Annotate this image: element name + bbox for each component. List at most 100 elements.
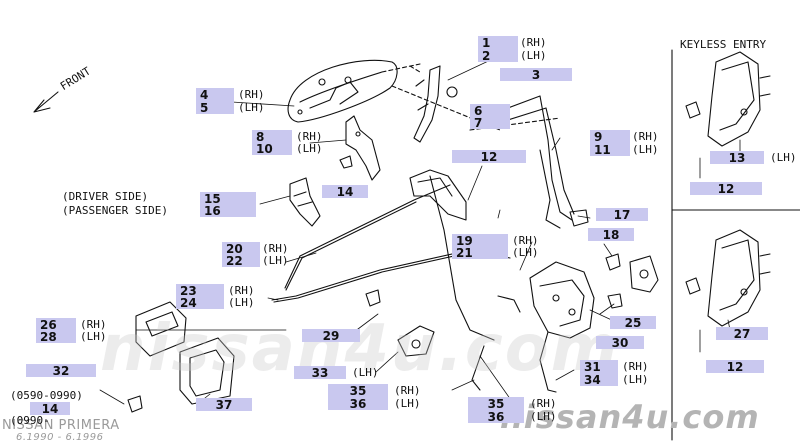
bolt-29 (365, 289, 381, 307)
callout-36-right: 36 (468, 410, 524, 424)
callout-5-side: (LH) (238, 101, 265, 114)
escutcheon (179, 337, 235, 405)
callout-24: 24 (176, 296, 224, 310)
callout-24-side: (LH) (228, 296, 255, 309)
callout-23: 23 (176, 284, 224, 298)
callout-34-side: (LH) (622, 373, 649, 386)
screw-18 (605, 253, 621, 271)
callout-7: 7 (470, 116, 510, 130)
callout-31-side: (RH) (622, 360, 649, 373)
callout-9-side: (RH) (632, 130, 659, 143)
callout-13-side: (LH) (770, 151, 797, 164)
callout-14-lower: 14 (30, 402, 70, 416)
callout-22-side: (LH) (262, 254, 289, 267)
callout-35-left: 35 (328, 384, 388, 398)
callout-36-left: 36 (328, 397, 388, 411)
callout-15: 15 (200, 192, 256, 206)
clip-17 (569, 209, 589, 227)
screw-keyless-lower (685, 277, 701, 295)
keyless-lock-upper (707, 51, 771, 147)
callout-2-side: (LH) (520, 49, 547, 62)
callout-10: 10 (252, 142, 292, 156)
callout-3: 3 (500, 68, 572, 82)
callout-12-main: 12 (452, 150, 526, 164)
callout-2: 2 (478, 49, 518, 63)
callout-35-right: 35 (468, 397, 524, 411)
callout-36-right-side: (LH) (530, 410, 557, 423)
callout-37: 37 (196, 398, 252, 412)
rod-6-7 (507, 95, 573, 221)
callout-4-side: (RH) (238, 88, 265, 101)
inside-handle-housing (135, 301, 187, 357)
driver-side-label: (DRIVER SIDE) (62, 190, 149, 203)
callout-14-upper: 14 (322, 185, 368, 199)
callout-17: 17 (596, 208, 648, 222)
callout-19: 19 (452, 234, 508, 248)
callout-35-left-side: (RH) (394, 384, 421, 397)
door-lock-assembly (529, 261, 595, 393)
date-code-1: (0590-0990) (10, 389, 83, 402)
callout-21: 21 (452, 246, 508, 260)
watermark-mid: nissan4u.com (100, 312, 620, 386)
screw-keyless-upper (685, 101, 701, 119)
callout-32: 32 (26, 364, 96, 378)
callout-13: 13 (710, 151, 764, 165)
callout-33: 33 (294, 366, 346, 380)
callout-29: 29 (302, 329, 360, 343)
callout-20-side: (RH) (262, 242, 289, 255)
watermark-model: NISSAN PRIMERA (2, 418, 120, 433)
callout-11-side: (LH) (632, 143, 659, 156)
rod-19-21 (429, 175, 495, 341)
callout-19-side: (RH) (512, 234, 539, 247)
date-code-2: (0990- (10, 414, 50, 427)
rod-bracket (413, 65, 441, 143)
callout-11: 11 (590, 143, 630, 157)
front-arrow (33, 91, 59, 113)
watermark-site: nissan4u.com (500, 398, 760, 436)
callout-10-side: (LH) (296, 142, 323, 155)
callout-34: 34 (580, 373, 618, 387)
callout-25: 25 (610, 316, 656, 330)
callout-26-side: (RH) (80, 318, 107, 331)
callout-22: 22 (222, 254, 260, 268)
callout-28: 28 (36, 330, 76, 344)
callout-20: 20 (222, 242, 260, 256)
callout-12-keyless-upper: 12 (690, 182, 762, 196)
striker (629, 255, 659, 293)
callout-18: 18 (588, 228, 634, 242)
screw-30 (607, 293, 623, 309)
callout-28-side: (LH) (80, 330, 107, 343)
callout-5: 5 (196, 101, 234, 115)
inside-lever (345, 115, 381, 181)
watermark-date-range: 6.1990 - 6.1996 (16, 432, 104, 443)
callout-9: 9 (590, 130, 630, 144)
keyless-lock-lower (707, 229, 771, 327)
callout-26: 26 (36, 318, 76, 332)
callout-36-left-side: (LH) (394, 397, 421, 410)
callout-31: 31 (580, 360, 618, 374)
callout-27: 27 (716, 327, 768, 341)
clip-3 (446, 86, 458, 98)
screw-14 (127, 395, 143, 413)
callout-16: 16 (200, 204, 256, 218)
keyless-entry-title: KEYLESS ENTRY (680, 38, 767, 51)
callout-12-keyless-lower: 12 (706, 360, 764, 374)
callout-8-side: (RH) (296, 130, 323, 143)
callout-4: 4 (196, 88, 234, 102)
bolt-14 (339, 155, 353, 169)
callout-1-side: (RH) (520, 36, 547, 49)
callout-21-side: (LH) (512, 246, 539, 259)
callout-6: 6 (470, 104, 510, 118)
callout-1: 1 (478, 36, 518, 50)
callout-35-right-side: (RH) (530, 397, 557, 410)
callout-8: 8 (252, 130, 292, 144)
passenger-side-label: (PASSENGER SIDE) (62, 204, 168, 217)
callout-23-side: (RH) (228, 284, 255, 297)
rod-20-22 (284, 184, 451, 289)
stopper-bracket (289, 177, 321, 227)
callout-30: 30 (596, 336, 644, 350)
lock-actuator (397, 325, 435, 357)
callout-33-side: (LH) (352, 366, 379, 379)
inside-handle-bracket (409, 169, 467, 221)
